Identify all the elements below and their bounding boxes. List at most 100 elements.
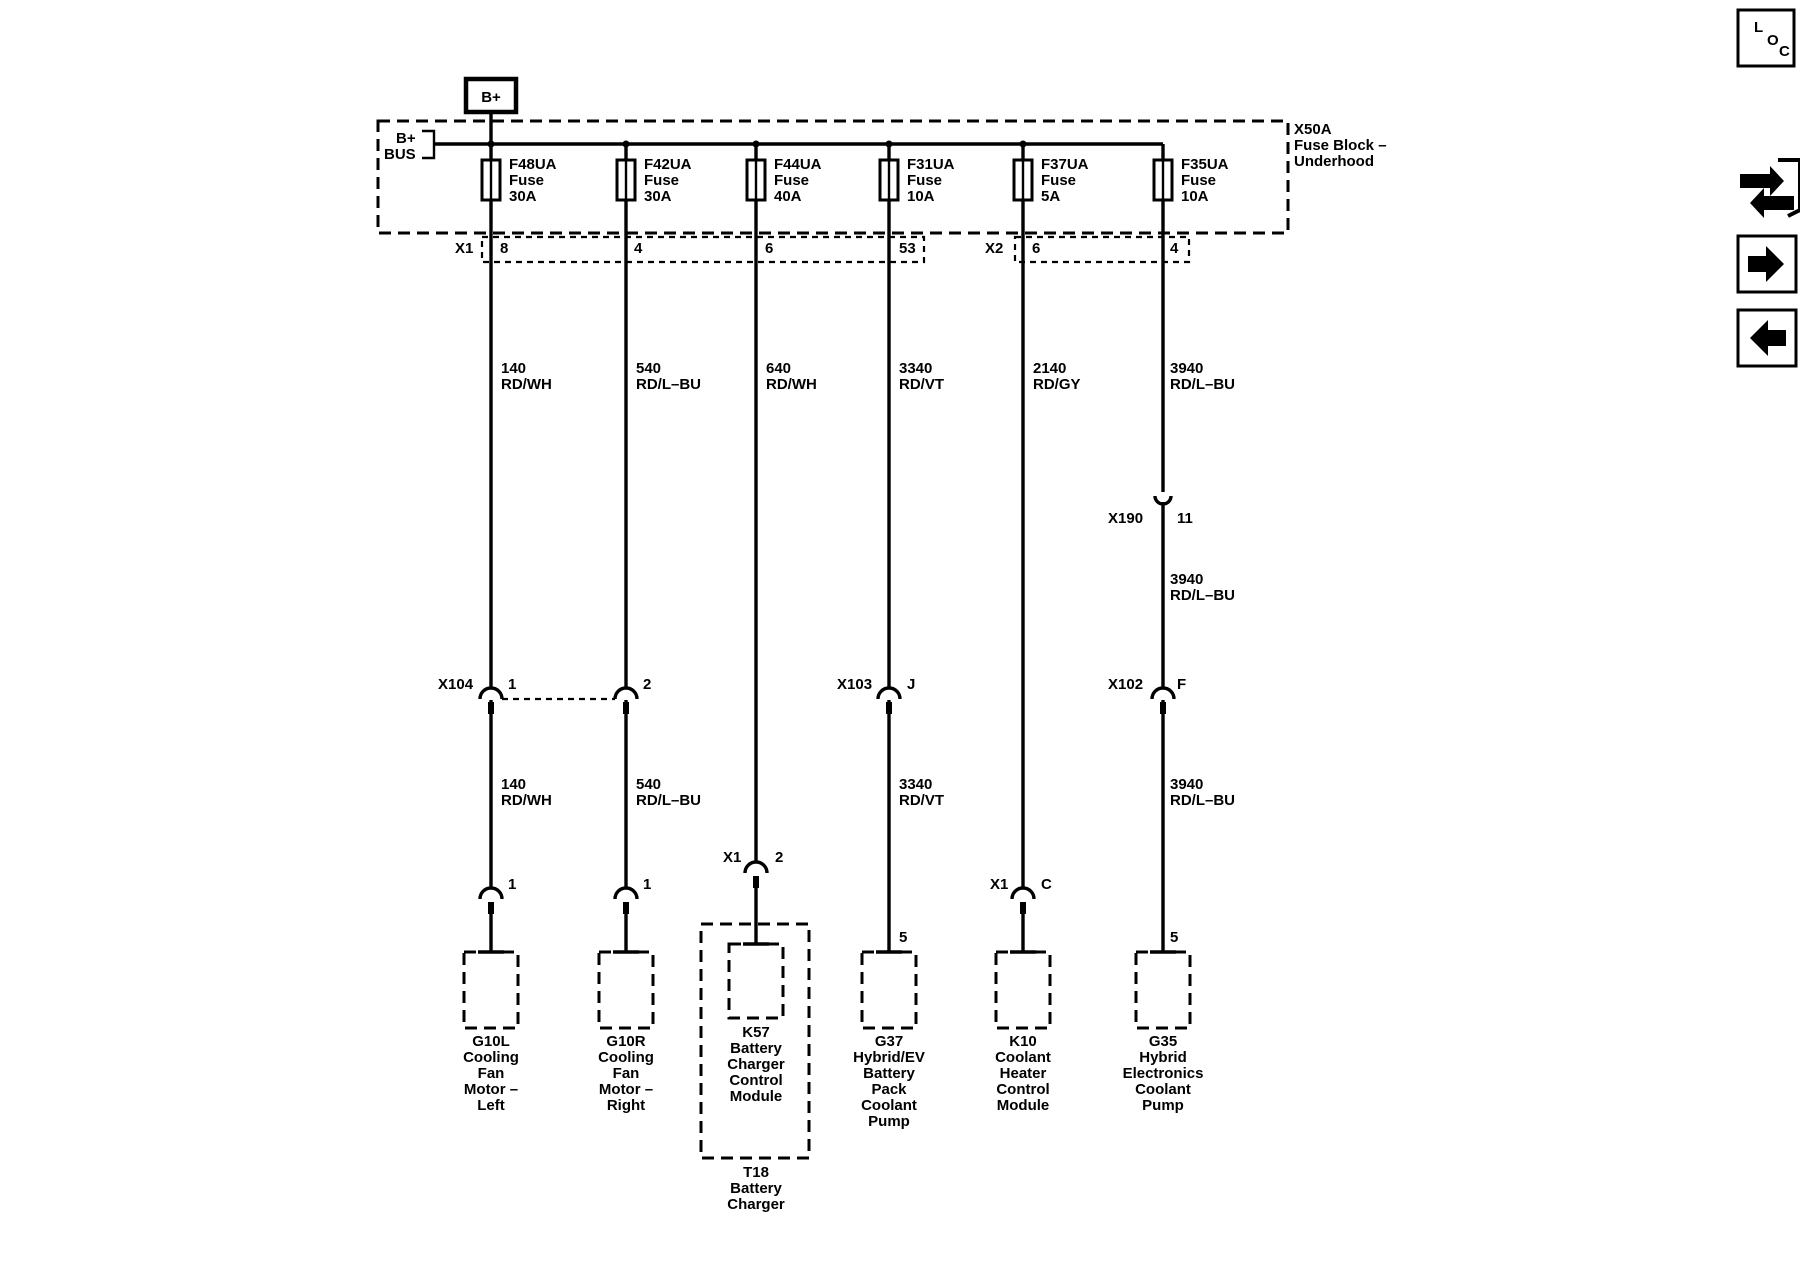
pin-label: C [1041,876,1052,893]
b-plus-source: B+ [463,76,519,144]
pin-label: 6 [765,240,773,257]
fuse-id: F42UA [644,156,692,173]
wire-label-3940-x190: 3940 RD/L–BU [1170,571,1235,604]
connector-id: X104 [438,676,474,693]
circuit-number: 3940 [1170,360,1203,377]
wire-color: RD/VT [899,376,944,393]
component-g10l: G10L Cooling Fan Motor – Left [462,950,520,1114]
connector-x190: X190 11 [1108,495,1193,527]
loc-button[interactable]: L O C [1736,8,1796,68]
connector-g10r: 1 [613,876,651,914]
connector-x1-block: X1 8 4 6 53 [455,235,926,264]
fuse-id: F44UA [774,156,822,173]
connector-g10l: 1 [478,876,516,914]
pin-label: 6 [1032,240,1040,257]
component-desc: Motor – [599,1081,653,1098]
loc-letter-o: O [1767,32,1779,49]
loc-letter-l: L [1754,19,1763,36]
circuit-number: 2140 [1033,360,1066,377]
component-desc: Cooling [598,1049,654,1066]
connector-x104: X104 1 2 [438,676,651,714]
wire-color: RD/GY [1033,376,1081,393]
circuit-number: 540 [636,776,661,793]
circuit-number: 640 [766,360,791,377]
fuse-block-id: X50A [1294,121,1332,138]
component-desc: Battery [863,1065,915,1082]
pin-label: 5 [899,929,907,946]
connector-x2-block: X2 6 4 [985,235,1191,264]
component-desc: Right [607,1097,645,1114]
fuse-f31ua: F31UA Fuse 10A [878,140,955,205]
wire-color: RD/L–BU [1170,792,1235,809]
component-desc: Left [477,1097,505,1114]
pin-label: 5 [1170,929,1178,946]
connector-g35: 5 [1170,929,1178,946]
connector-id: X1 [723,849,741,866]
wire-color: RD/WH [501,376,552,393]
wire-color: RD/WH [766,376,817,393]
next-arrow-icon [1748,246,1784,282]
component-id: K57 [742,1024,770,1041]
connector-x103: X103 J [837,676,915,714]
component-id: G10L [472,1033,510,1050]
pin-label: 2 [775,849,783,866]
wire-color: RD/L–BU [1170,587,1235,604]
component-desc: Cooling [463,1049,519,1066]
component-id: T18 [743,1164,769,1181]
component-desc: Fan [478,1065,505,1082]
pin-label: 8 [500,240,508,257]
pin-label: 1 [508,876,516,893]
fuse-f37ua: F37UA Fuse 5A [1012,140,1089,205]
connector-id: X1 [990,876,1008,893]
fuse-block-label: X50A Fuse Block – Underhood [1294,121,1387,170]
circuit-number: 140 [501,360,526,377]
wire-runs [489,200,1165,952]
wire-label-640-upper: 640 RD/WH [766,360,817,393]
b-plus-label: B+ [481,89,501,106]
wire-color: RD/L–BU [1170,376,1235,393]
component-desc: Charger [727,1196,785,1213]
wire-label-140-lower: 140 RD/WH [501,776,552,809]
fuse-id: F48UA [509,156,557,173]
pin-label: 4 [1170,240,1179,257]
back-page-button[interactable] [1736,308,1798,368]
next-page-button[interactable] [1736,234,1798,294]
pin-label: 4 [634,240,643,257]
wire-label-540-lower: 540 RD/L–BU [636,776,701,809]
connector-id: X190 [1108,510,1143,527]
fuse-id: F35UA [1181,156,1229,173]
fuse-type: Fuse [509,172,544,189]
component-desc: Electronics [1123,1065,1204,1082]
pin-label: 11 [1177,510,1193,527]
component-id: K10 [1009,1033,1037,1050]
circuit-number: 3340 [899,360,932,377]
component-desc: Fan [613,1065,640,1082]
pin-label: F [1177,676,1186,693]
component-t18: T18 Battery Charger [699,922,811,1213]
fuse-id: F31UA [907,156,955,173]
pin-label: 1 [643,876,651,893]
component-desc: Coolant [861,1097,917,1114]
fuse-type: Fuse [774,172,809,189]
component-desc: Pump [868,1113,910,1130]
component-g35: G35 Hybrid Electronics Coolant Pump [1123,950,1204,1114]
component-id: G35 [1149,1033,1177,1050]
fuse-id: F37UA [1041,156,1089,173]
pin-label: 2 [643,676,651,693]
connector-k10: X1 C [990,876,1052,914]
swap-arrows-icon[interactable] [1740,158,1800,218]
circuit-number: 540 [636,360,661,377]
back-arrow-icon [1750,320,1786,356]
component-desc: Motor – [464,1081,518,1098]
component-desc: Heater [1000,1065,1047,1082]
fuse-type: Fuse [1041,172,1076,189]
component-desc: Charger [727,1056,785,1073]
component-desc: Control [996,1081,1049,1098]
wire-color: RD/WH [501,792,552,809]
wire-label-2140-upper: 2140 RD/GY [1033,360,1081,393]
bus-label-line2: BUS [384,146,416,163]
circuit-number: 3940 [1170,776,1203,793]
wire-color: RD/L–BU [636,376,701,393]
fuse-f44ua: F44UA Fuse 40A [745,140,822,205]
